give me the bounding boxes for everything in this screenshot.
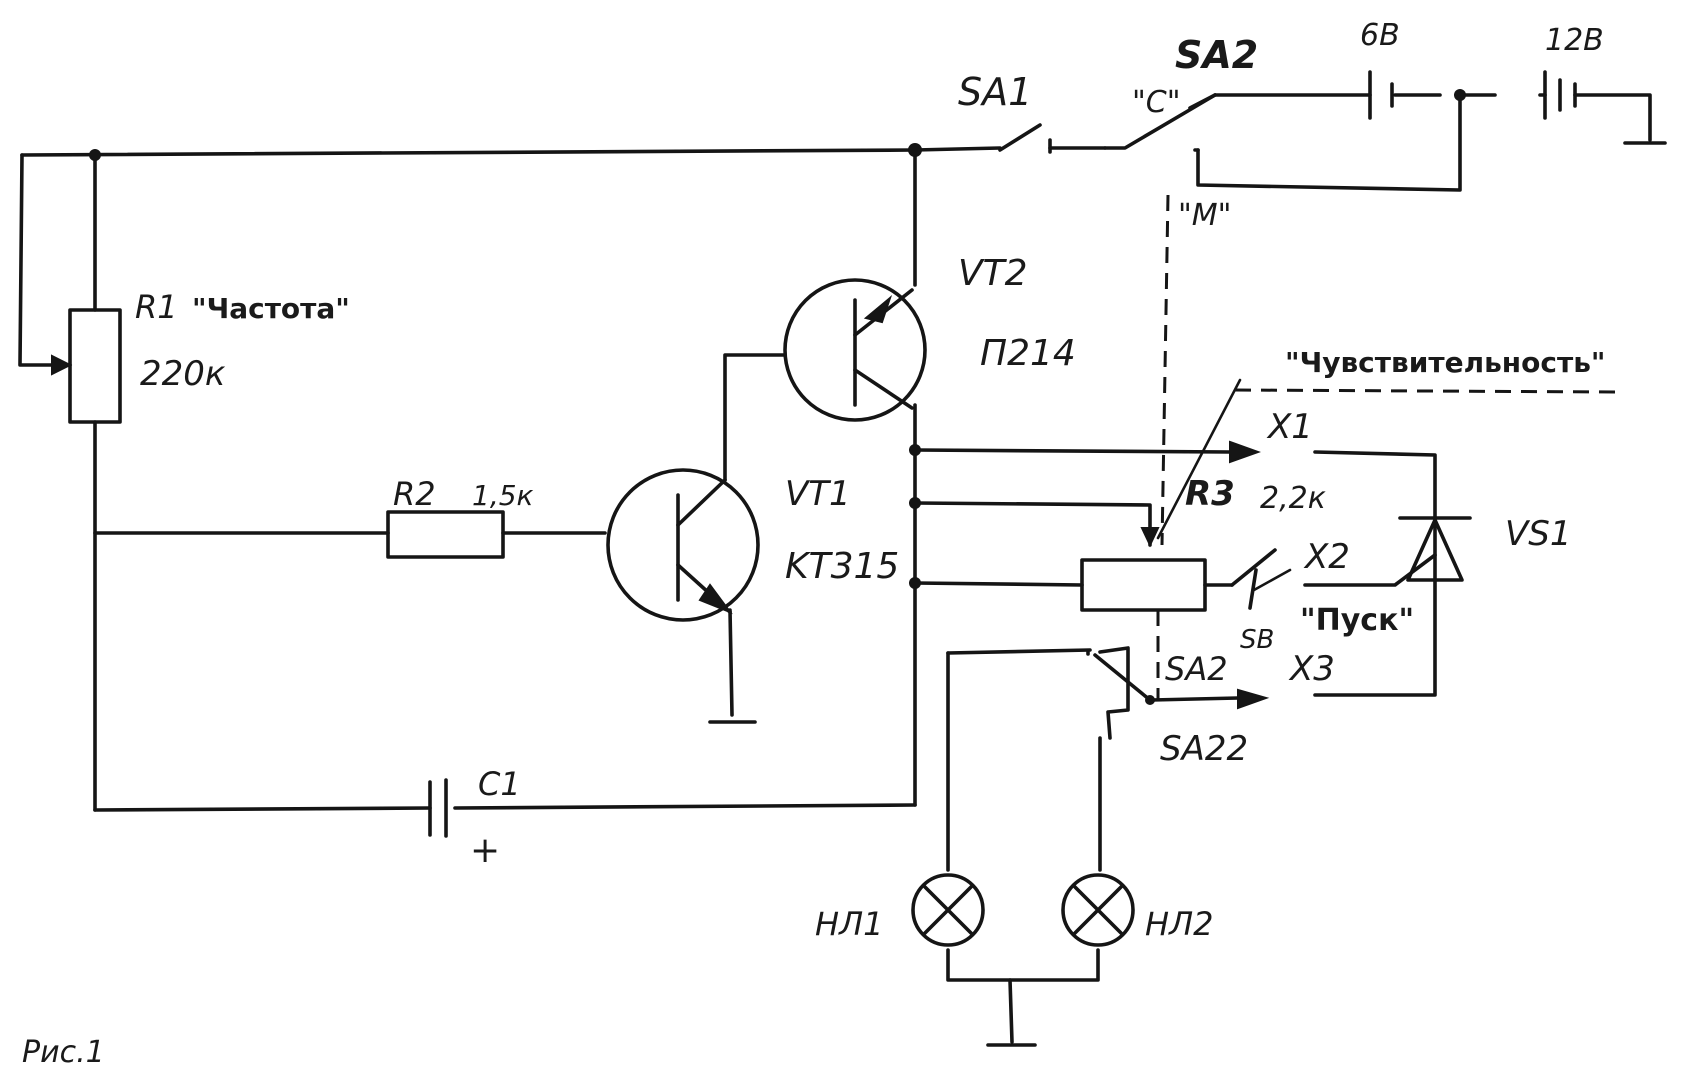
x1-connector xyxy=(1229,440,1261,464)
r1-potentiometer xyxy=(51,308,122,424)
label-m-position: "M" xyxy=(1178,198,1231,233)
label-r3: R3 xyxy=(1185,474,1235,514)
sa22-switch xyxy=(1093,653,1152,702)
label-hl1: HЛ1 xyxy=(815,905,883,943)
battery-6v xyxy=(1368,70,1394,120)
label-sa22: SA22 xyxy=(1160,729,1248,769)
label-hl2: HЛ2 xyxy=(1145,905,1213,943)
label-vs1: VS1 xyxy=(1505,514,1571,554)
label-r2-value: 1,5к xyxy=(472,479,534,512)
sa2-switch-top xyxy=(1103,93,1217,152)
label-vt2: VT2 xyxy=(958,253,1028,294)
lamp-hl2 xyxy=(1061,873,1135,947)
label-sensitivity: "Чувствительность" xyxy=(1285,346,1605,379)
label-r1-value: 220к xyxy=(140,354,226,394)
ground-symbols xyxy=(708,141,1667,1047)
label-x3: X3 xyxy=(1288,649,1335,689)
label-vt1-type: KT315 xyxy=(785,546,899,587)
wires xyxy=(18,93,1652,1044)
r2-resistor xyxy=(386,510,505,559)
figure-caption: Рис.1 xyxy=(22,1035,105,1070)
label-battery-12v: 12B xyxy=(1545,23,1604,58)
label-battery-6v: 6B xyxy=(1360,18,1400,53)
junction-dots xyxy=(89,89,1466,705)
vt1-transistor xyxy=(606,468,760,622)
label-x2: X2 xyxy=(1303,537,1350,577)
vt2-transistor xyxy=(783,278,927,422)
label-sb: SB xyxy=(1240,625,1274,655)
label-x1: X1 xyxy=(1266,407,1313,447)
label-vt1: VT1 xyxy=(785,474,851,514)
label-sa2-top: SA2 xyxy=(1175,33,1258,77)
sb-switch xyxy=(1230,548,1292,610)
r3-potentiometer xyxy=(1080,378,1242,612)
labels: SA2 "C" "M" 6B 12B SA1 R1 "Частота" 220к… xyxy=(22,18,1605,1070)
label-r2: R2 xyxy=(393,475,436,513)
battery-12v xyxy=(1543,70,1577,120)
label-r1: R1 xyxy=(135,288,178,326)
label-vt2-type: П214 xyxy=(980,333,1076,374)
c1-capacitor xyxy=(428,778,448,838)
label-c1: C1 xyxy=(478,765,521,803)
lamp-hl1 xyxy=(911,873,985,947)
label-sa1: SA1 xyxy=(958,70,1032,114)
label-pusk: "Пуск" xyxy=(1300,603,1414,638)
x3-connector xyxy=(1237,688,1270,710)
label-sa2-lower: SA2 xyxy=(1165,650,1228,688)
label-r1-name: "Частота" xyxy=(192,292,350,325)
label-r3-value: 2,2к xyxy=(1260,481,1326,516)
mechanical-links xyxy=(1156,194,1616,700)
sa1-switch xyxy=(998,123,1052,154)
label-c1-plus: + xyxy=(470,830,500,871)
vs1-thyristor xyxy=(1398,516,1472,582)
label-c-position: "C" xyxy=(1132,85,1181,120)
